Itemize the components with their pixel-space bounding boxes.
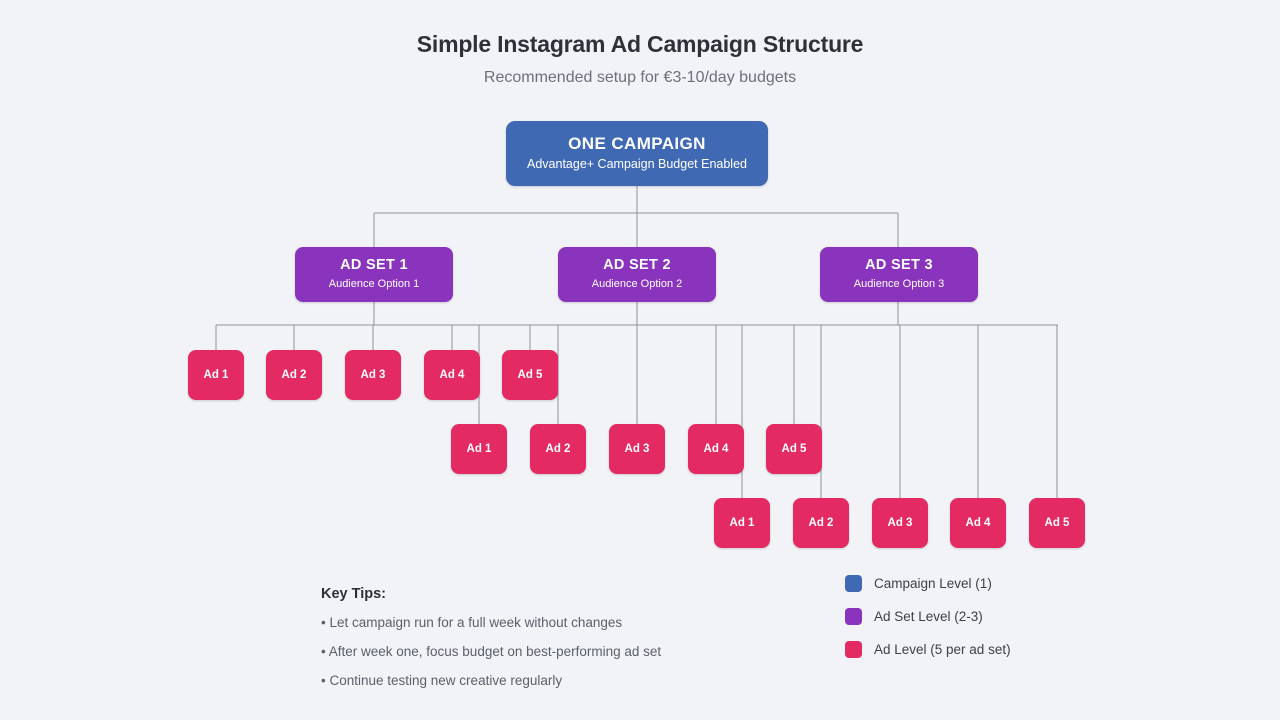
ad-node[interactable]: Ad 3: [609, 424, 665, 474]
ad-node[interactable]: Ad 3: [345, 350, 401, 400]
campaign-node[interactable]: ONE CAMPAIGN Advantage+ Campaign Budget …: [506, 121, 768, 186]
ad-label: Ad 1: [203, 368, 229, 381]
ad-label: Ad 2: [545, 442, 571, 455]
key-tip-item: • Continue testing new creative regularl…: [321, 673, 563, 689]
adset-node-1[interactable]: AD SET 1 Audience Option 1: [295, 247, 453, 302]
adset-title: AD SET 3: [865, 257, 933, 274]
ad-node[interactable]: Ad 4: [688, 424, 744, 474]
ad-node[interactable]: Ad 4: [950, 498, 1006, 548]
legend-label: Ad Level (5 per ad set): [874, 642, 1011, 657]
key-tips-panel: Key Tips: • Let campaign run for a full …: [321, 586, 741, 703]
adset-subtitle: Audience Option 2: [591, 278, 683, 291]
legend-swatch-icon: [845, 608, 862, 625]
legend-item-campaign: Campaign Level (1): [845, 571, 1011, 596]
ad-label: Ad 4: [439, 368, 465, 381]
adset-title: AD SET 1: [340, 257, 408, 274]
page-subtitle: Recommended setup for €3-10/day budgets: [483, 69, 797, 86]
legend-item-ad: Ad Level (5 per ad set): [845, 637, 1011, 662]
ad-label: Ad 4: [965, 516, 991, 529]
legend-item-adset: Ad Set Level (2-3): [845, 604, 1011, 629]
ad-label: Ad 3: [887, 516, 913, 529]
ad-node[interactable]: Ad 1: [451, 424, 507, 474]
adset-title: AD SET 2: [603, 257, 671, 274]
ad-node[interactable]: Ad 4: [424, 350, 480, 400]
page-title: Simple Instagram Ad Campaign Structure: [416, 31, 864, 57]
adset-node-2[interactable]: AD SET 2 Audience Option 2: [558, 247, 716, 302]
ad-label: Ad 1: [466, 442, 492, 455]
adset-subtitle: Audience Option 1: [328, 278, 420, 291]
ad-node[interactable]: Ad 5: [766, 424, 822, 474]
legend-swatch-icon: [845, 641, 862, 658]
legend-label: Ad Set Level (2-3): [874, 609, 983, 624]
ad-label: Ad 1: [729, 516, 755, 529]
campaign-subtitle: Advantage+ Campaign Budget Enabled: [527, 157, 747, 172]
legend: Campaign Level (1) Ad Set Level (2-3) Ad…: [845, 571, 1011, 670]
ad-label: Ad 2: [281, 368, 307, 381]
ad-node[interactable]: Ad 2: [266, 350, 322, 400]
ad-node[interactable]: Ad 5: [1029, 498, 1085, 548]
legend-swatch-icon: [845, 575, 862, 592]
ad-label: Ad 5: [1044, 516, 1070, 529]
ad-node[interactable]: Ad 3: [872, 498, 928, 548]
ad-label: Ad 4: [703, 442, 729, 455]
ad-label: Ad 3: [624, 442, 650, 455]
ad-node[interactable]: Ad 5: [502, 350, 558, 400]
key-tips-heading: Key Tips:: [321, 586, 387, 602]
adset-subtitle: Audience Option 3: [853, 278, 945, 291]
key-tip-item: • Let campaign run for a full week witho…: [321, 615, 623, 630]
campaign-title: ONE CAMPAIGN: [568, 133, 706, 153]
ad-node[interactable]: Ad 2: [530, 424, 586, 474]
ad-node[interactable]: Ad 2: [793, 498, 849, 548]
adset-node-3[interactable]: AD SET 3 Audience Option 3: [820, 247, 978, 302]
ad-label: Ad 2: [808, 516, 834, 529]
key-tip-item: • After week one, focus budget on best-p…: [321, 644, 662, 660]
ad-label: Ad 5: [517, 368, 543, 381]
legend-label: Campaign Level (1): [874, 576, 992, 591]
ad-label: Ad 3: [360, 368, 386, 381]
ad-node[interactable]: Ad 1: [188, 350, 244, 400]
ad-label: Ad 5: [781, 442, 807, 455]
ad-node[interactable]: Ad 1: [714, 498, 770, 548]
